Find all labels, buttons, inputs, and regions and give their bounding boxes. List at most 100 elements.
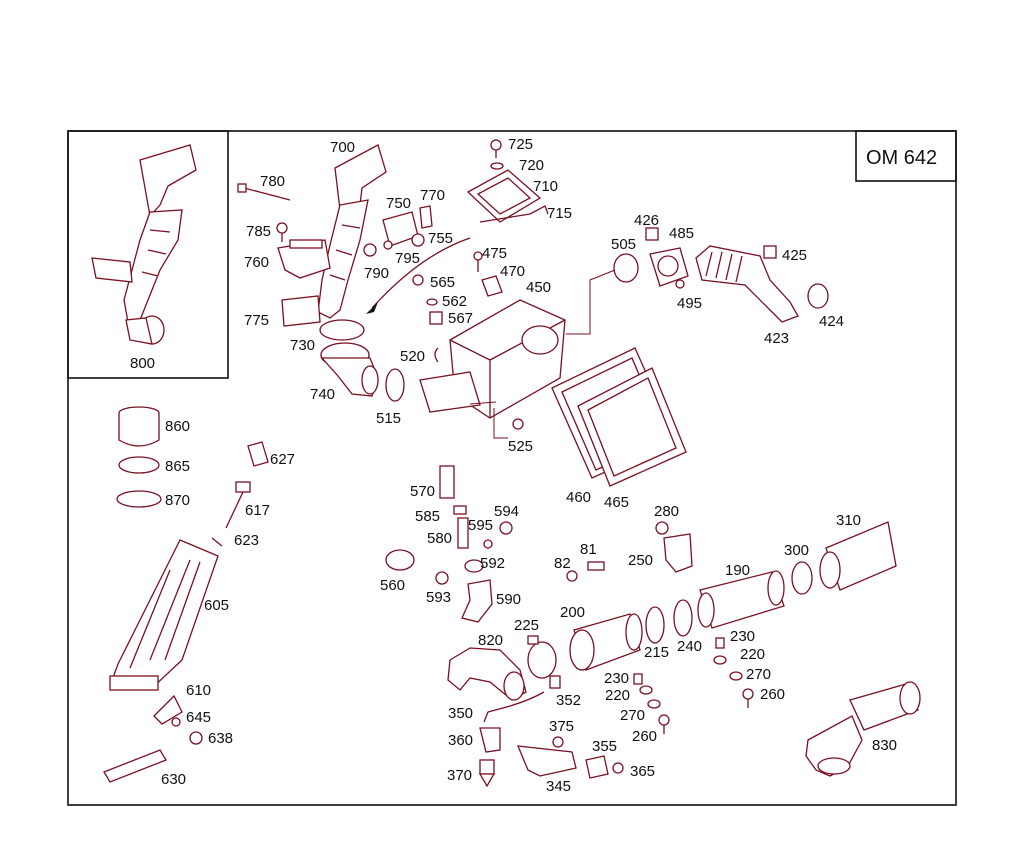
part-710-gasket[interactable]: [466, 169, 542, 223]
part-617-bolt[interactable]: [225, 481, 251, 529]
part-580-rod[interactable]: [457, 517, 469, 549]
part-270-washer-left[interactable]: [647, 699, 661, 709]
part-375-nut[interactable]: [552, 736, 564, 748]
part-605-support-bracket[interactable]: [109, 539, 219, 691]
part-200-charge-air-pipe[interactable]: [569, 613, 643, 671]
part-81-sensor[interactable]: [587, 561, 605, 571]
part-565-bolt[interactable]: [412, 274, 424, 286]
part-485-mass-airflow-sensor[interactable]: [649, 247, 689, 287]
part-495-screw[interactable]: [675, 279, 685, 289]
part-560-plug[interactable]: [385, 549, 415, 571]
part-350-vent-line[interactable]: [483, 691, 545, 723]
part-360-holder[interactable]: [479, 727, 501, 753]
part-190-charge-air-pipe[interactable]: [697, 570, 785, 629]
part-426-connector[interactable]: [645, 227, 659, 241]
part-310-air-duct[interactable]: [819, 521, 897, 591]
part-505-seal[interactable]: [613, 253, 639, 283]
part-240-seal[interactable]: [673, 599, 693, 637]
part-630-base-plate[interactable]: [103, 749, 167, 783]
part-525-screw[interactable]: [512, 418, 524, 430]
part-593-nut[interactable]: [435, 571, 449, 585]
part-520-clip[interactable]: [434, 347, 439, 363]
label-700: 700: [330, 139, 355, 156]
label-623: 623: [234, 532, 259, 549]
part-250-bracket[interactable]: [663, 533, 693, 573]
label-740: 740: [310, 386, 335, 403]
part-770-clip[interactable]: [419, 205, 433, 229]
diagram-frame: [67, 130, 957, 806]
part-450-air-filter-housing[interactable]: [419, 299, 566, 419]
part-800-duct[interactable]: [91, 144, 197, 345]
part-785-bolt[interactable]: [276, 222, 288, 242]
part-220-washer-left[interactable]: [639, 685, 653, 695]
label-280: 280: [654, 503, 679, 520]
part-225-clamp[interactable]: [527, 635, 557, 679]
part-260-bolt-right[interactable]: [742, 688, 754, 708]
label-200: 200: [560, 604, 585, 621]
part-870-o-ring[interactable]: [116, 490, 162, 508]
label-565: 565: [430, 274, 455, 291]
part-865-ring[interactable]: [118, 456, 160, 474]
part-515-seal[interactable]: [385, 368, 405, 402]
part-725-bolt[interactable]: [490, 139, 502, 151]
label-300: 300: [784, 542, 809, 559]
part-270-washer-right[interactable]: [729, 671, 743, 681]
part-585-spring[interactable]: [453, 505, 467, 515]
label-617: 617: [245, 502, 270, 519]
part-740-elbow[interactable]: [320, 342, 379, 397]
part-470-sensor[interactable]: [481, 275, 503, 297]
part-562-washer[interactable]: [426, 298, 438, 306]
part-720-washer[interactable]: [490, 162, 504, 170]
part-592-sleeve[interactable]: [464, 559, 484, 573]
part-830-charge-air-hose[interactable]: [805, 681, 921, 777]
part-260-bolt-left[interactable]: [658, 714, 670, 734]
part-355-clamp[interactable]: [585, 755, 609, 779]
part-795-washer[interactable]: [383, 240, 393, 250]
label-520: 520: [400, 348, 425, 365]
part-860-cap[interactable]: [118, 406, 160, 447]
part-423-intake-hose[interactable]: [695, 245, 799, 323]
part-300-seal[interactable]: [791, 561, 813, 595]
label-215: 215: [644, 644, 669, 661]
label-760: 760: [244, 254, 269, 271]
part-230-spacer-right[interactable]: [715, 637, 725, 649]
part-627-cap[interactable]: [247, 441, 269, 467]
part-820-charge-air-hose[interactable]: [447, 647, 527, 701]
part-280-washer[interactable]: [655, 521, 669, 535]
part-760-bracket[interactable]: [277, 239, 331, 279]
label-592: 592: [480, 555, 505, 572]
part-610-plate[interactable]: [153, 694, 183, 725]
label-355: 355: [592, 738, 617, 755]
part-638-bolt[interactable]: [189, 731, 203, 745]
part-755-nut[interactable]: [411, 233, 425, 247]
part-590-elbow[interactable]: [461, 579, 493, 623]
part-570-sleeve[interactable]: [439, 465, 455, 499]
part-594-bolt[interactable]: [499, 521, 513, 535]
part-567-grommet[interactable]: [429, 311, 443, 325]
label-525: 525: [508, 438, 533, 455]
part-370-valve[interactable]: [478, 759, 496, 788]
part-790-washer[interactable]: [363, 243, 377, 257]
part-345-bracket[interactable]: [516, 745, 577, 777]
part-700-air-intake-duct[interactable]: [317, 144, 387, 319]
part-465-filter-element[interactable]: [577, 367, 687, 487]
part-645-washer[interactable]: [171, 717, 181, 727]
part-424-clamp[interactable]: [807, 283, 829, 309]
part-475-screw[interactable]: [473, 251, 483, 272]
part-220-washer-right[interactable]: [713, 655, 727, 665]
part-775-plate[interactable]: [281, 295, 321, 327]
part-425-clamp[interactable]: [763, 245, 777, 259]
label-605: 605: [204, 597, 229, 614]
part-365-bolt[interactable]: [612, 762, 624, 774]
part-352-fitting[interactable]: [549, 675, 561, 689]
part-595-washer[interactable]: [483, 539, 493, 549]
part-82-nut[interactable]: [566, 570, 578, 582]
part-715-clamp[interactable]: [479, 205, 549, 223]
part-780-bolt[interactable]: [237, 183, 291, 201]
part-623-pin[interactable]: [211, 537, 223, 547]
part-230-spacer-left[interactable]: [633, 673, 643, 685]
part-730-seal[interactable]: [319, 319, 365, 341]
label-710: 710: [533, 178, 558, 195]
label-450: 450: [526, 279, 551, 296]
part-215-seal[interactable]: [645, 606, 665, 644]
